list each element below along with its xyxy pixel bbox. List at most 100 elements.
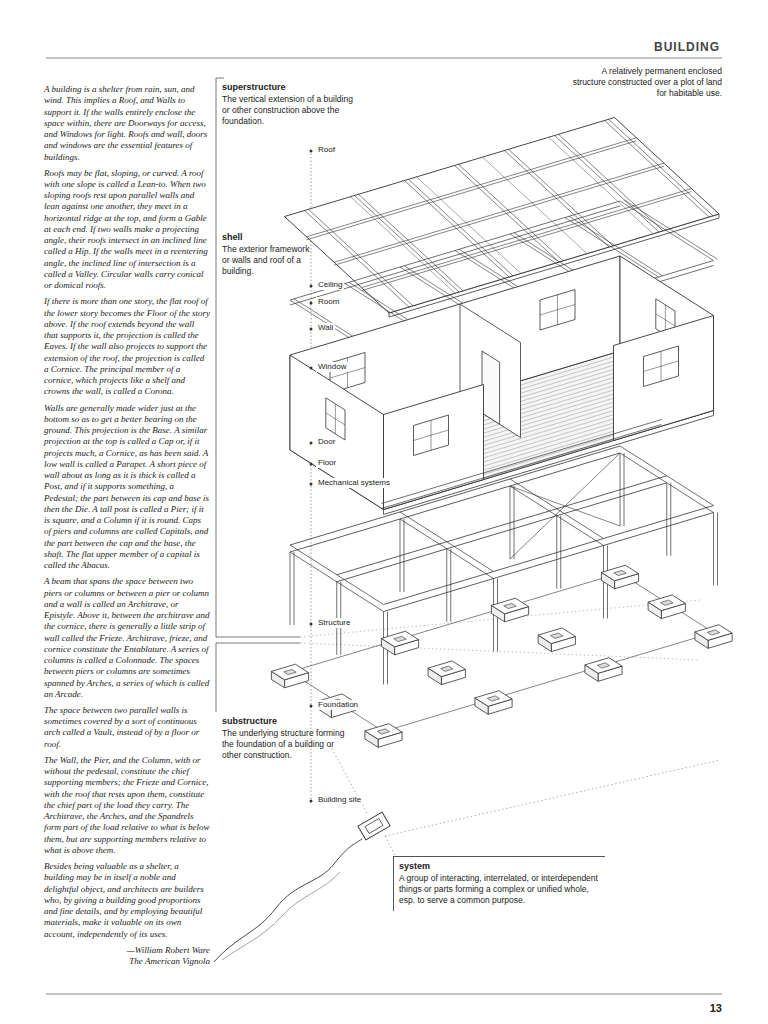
leader-dot xyxy=(310,328,313,331)
column xyxy=(624,453,625,526)
column xyxy=(294,552,295,625)
part-label: Roof xyxy=(316,145,337,155)
footing xyxy=(491,598,528,614)
part-label: Ceiling xyxy=(316,280,344,290)
body-paragraph: The space between two parallel walls is … xyxy=(44,705,210,750)
leader-dot xyxy=(310,302,313,305)
superstructure-bracket xyxy=(216,78,300,637)
body-paragraph: If there is more than one story, the fla… xyxy=(44,296,210,397)
pier xyxy=(614,570,626,575)
beam xyxy=(290,453,620,552)
beam xyxy=(400,519,494,579)
roof-rafter xyxy=(509,149,614,246)
roof-rafter xyxy=(309,209,414,305)
window xyxy=(414,415,449,456)
window-mullion xyxy=(540,305,575,316)
column xyxy=(290,552,291,625)
roof-rafter xyxy=(605,121,710,218)
leader-line xyxy=(311,150,312,800)
column xyxy=(560,516,561,589)
leader-dot xyxy=(310,442,313,445)
part-label: Door xyxy=(316,437,337,447)
roof-rafter xyxy=(355,196,460,293)
footer-rule xyxy=(46,994,722,995)
beam xyxy=(510,486,604,546)
column xyxy=(514,486,515,559)
leader-dot xyxy=(310,463,313,466)
footing xyxy=(695,625,732,641)
roof-rafter xyxy=(555,136,660,233)
window-mullion xyxy=(644,361,679,372)
leader-dot xyxy=(310,285,313,288)
footing xyxy=(538,628,575,644)
window xyxy=(540,290,575,331)
leader-line xyxy=(330,745,720,855)
pier xyxy=(707,630,719,635)
roof-rafter xyxy=(409,179,514,275)
definition-term: superstructure xyxy=(222,82,286,94)
column xyxy=(713,513,714,586)
roof-rafter xyxy=(455,166,560,263)
headword-definition: A relatively permanent enclosed structur… xyxy=(572,66,722,99)
exploded-building xyxy=(271,118,732,748)
body-paragraph: A beam that spans the space between two … xyxy=(44,576,210,700)
beam xyxy=(337,476,667,575)
footing xyxy=(271,664,308,680)
window xyxy=(326,398,345,440)
definition-box: systemA group of interacting, interrelat… xyxy=(393,856,605,911)
front-wall xyxy=(384,385,484,510)
definition-text: The underlying structure forming the fou… xyxy=(222,728,354,761)
column xyxy=(717,513,718,586)
column xyxy=(404,519,405,592)
window-mullion xyxy=(326,413,345,425)
leader-dot xyxy=(310,367,313,370)
footing xyxy=(585,658,622,674)
body-paragraph: The Wall, the Pier, and the Column, with… xyxy=(44,755,210,856)
grade-beam xyxy=(290,573,714,732)
pier xyxy=(504,603,516,608)
part-label: Floor xyxy=(316,458,338,468)
definition-term: shell xyxy=(222,232,243,244)
beam xyxy=(384,506,714,605)
roof-purlin xyxy=(334,163,664,262)
leader-dot xyxy=(310,800,313,803)
footing xyxy=(648,595,685,611)
part-label: Wall xyxy=(316,323,335,333)
ceiling-joist xyxy=(624,200,718,259)
beam xyxy=(384,513,714,612)
beam xyxy=(337,483,667,582)
definition-term: substructure xyxy=(222,716,277,728)
attribution: —William Robert Ware xyxy=(44,945,210,956)
definition-term: system xyxy=(399,861,601,873)
pier xyxy=(661,600,674,605)
pier xyxy=(284,669,296,674)
door xyxy=(482,351,500,424)
leader-dot xyxy=(310,705,313,708)
part-label: Foundation xyxy=(316,700,360,710)
leader-dot xyxy=(310,150,313,153)
beam xyxy=(290,552,384,612)
body-paragraph: Besides being valuable as a shelter, a b… xyxy=(44,861,210,940)
page-title: BUILDING xyxy=(600,40,720,54)
ceiling-joist xyxy=(620,201,714,261)
roof-rafter xyxy=(559,134,664,231)
roof-rafter xyxy=(505,151,610,248)
leader-dot xyxy=(310,623,313,626)
footing xyxy=(428,661,465,677)
roof-rafter xyxy=(405,181,510,278)
definition-text: The vertical extension of a building or … xyxy=(222,94,354,127)
roof-rafter xyxy=(609,119,714,216)
page-number: 13 xyxy=(694,1001,722,1015)
footing xyxy=(475,691,512,707)
terrain-line xyxy=(222,872,340,960)
leader-dot xyxy=(310,483,313,486)
footing xyxy=(381,631,418,647)
body-paragraph: Roofs may be flat, sloping, or curved. A… xyxy=(44,168,210,292)
pier xyxy=(377,729,389,734)
body-paragraph: Walls are generally made wider just at t… xyxy=(44,403,210,572)
front-wall xyxy=(614,316,714,441)
roof-rafter xyxy=(459,164,564,260)
beam xyxy=(400,512,494,572)
part-label: Mechanical systems xyxy=(316,478,392,488)
beam xyxy=(620,446,714,506)
